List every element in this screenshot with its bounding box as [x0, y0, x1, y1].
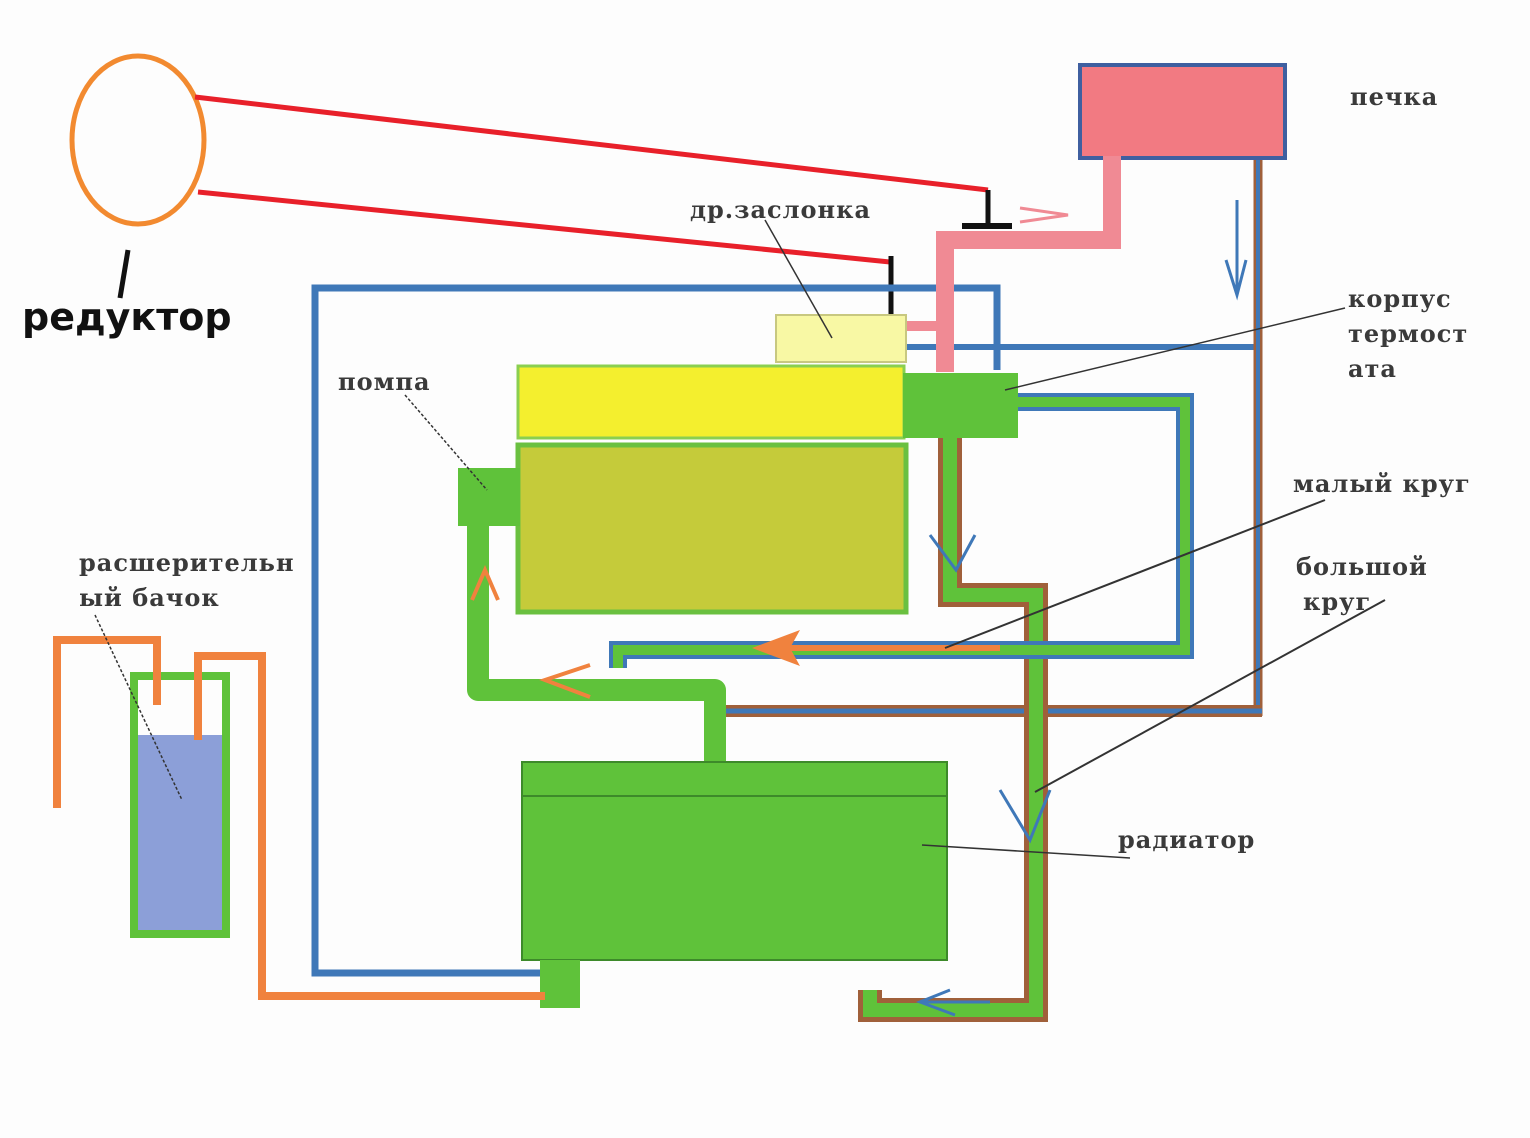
flow-arrow-heater — [1019, 206, 1069, 224]
heater-supply-pipe — [936, 156, 1121, 372]
label-small-circuit: малый круг — [1293, 469, 1471, 498]
tank-liquid — [137, 735, 224, 932]
blue-return-pipe — [311, 284, 1001, 977]
pump-inlet-pipe — [467, 520, 726, 765]
leader-small-circuit — [944, 499, 1326, 649]
label-big-circuit-2: круг — [1303, 587, 1371, 616]
flow-arrow-pump-up — [470, 564, 500, 601]
label-big-circuit-1: большой — [1296, 552, 1428, 581]
label-radiator: радиатор — [1118, 825, 1255, 854]
label-tank-1: расшерительн — [79, 548, 295, 577]
tank-feed-pipe — [194, 652, 545, 1000]
radiator-outlet — [540, 960, 580, 1008]
leader-tank — [94, 614, 183, 801]
heater — [1078, 63, 1287, 160]
radiator — [521, 761, 948, 961]
flow-arrow-small-circuit — [752, 630, 800, 666]
gas-line-upper — [194, 94, 989, 193]
water-pump — [458, 468, 520, 526]
label-heater: печка — [1350, 82, 1438, 111]
leader-pump — [404, 394, 488, 491]
engine-block — [515, 442, 909, 615]
label-tank-2: ый бачок — [79, 583, 220, 612]
leader-thermostat — [1004, 307, 1346, 391]
reducer-pointer — [117, 249, 131, 299]
small-circuit-pipe — [613, 397, 1190, 668]
big-circuit-pipe — [863, 435, 1043, 1017]
flow-arrow-down-radiator — [998, 789, 1052, 844]
reducer-ellipse — [69, 53, 207, 227]
throttle-body — [775, 314, 907, 363]
leader-radiator — [921, 844, 1131, 859]
label-pump: помпа — [338, 367, 431, 396]
leader-throttle — [764, 219, 833, 339]
label-reducer: редуктор — [22, 295, 232, 339]
leader-big-circuit — [1034, 599, 1386, 793]
expansion-tank — [130, 672, 230, 938]
thermostat-housing — [903, 373, 1018, 438]
cylinder-head — [516, 364, 906, 440]
flow-arrow-down-thermostat — [928, 534, 977, 573]
label-throttle: др.заслонка — [690, 195, 871, 224]
gas-line-lower — [197, 189, 891, 265]
label-thermostat-2: термост — [1348, 319, 1468, 348]
label-thermostat-3: ата — [1348, 354, 1397, 383]
label-thermostat-1: корпус — [1348, 284, 1452, 313]
flow-arrow-pump-left — [539, 663, 591, 699]
